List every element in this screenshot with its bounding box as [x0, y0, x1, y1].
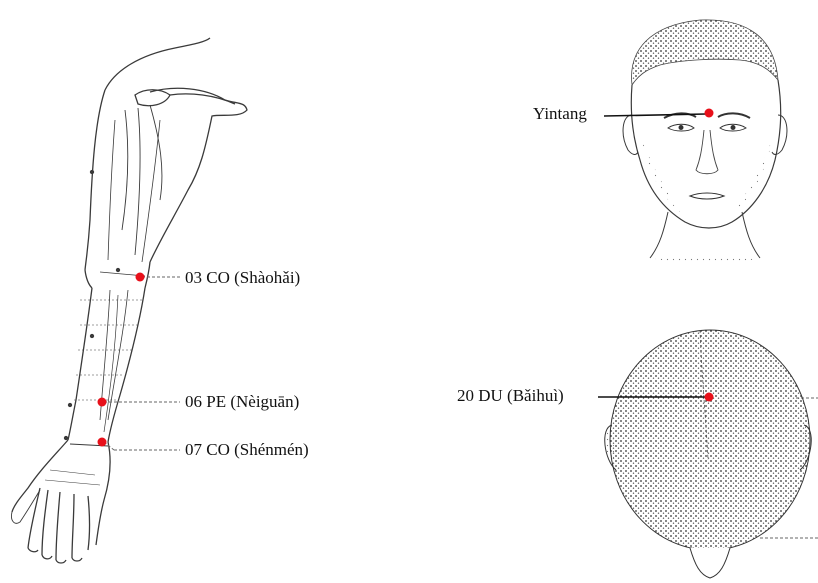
baihui-label: 20 DU (Bǎihuì)	[457, 386, 564, 406]
crown-illustration	[605, 330, 818, 578]
arm-illustration	[11, 38, 247, 563]
yintang-marker	[705, 109, 714, 118]
neiguan-label: 06 PE (Nèiguān)	[185, 392, 299, 412]
shaohai-marker	[136, 273, 145, 282]
neiguan-marker	[98, 398, 107, 407]
yintang-label: Yintang	[533, 104, 587, 124]
shenmen-marker	[98, 438, 107, 447]
yintang-leader	[604, 114, 706, 116]
shenmen-label: 07 CO (Shénmén)	[185, 440, 309, 460]
shaohai-label: 03 CO (Shàohǎi)	[185, 268, 300, 288]
face-illustration	[623, 20, 787, 264]
baihui-marker	[705, 393, 714, 402]
